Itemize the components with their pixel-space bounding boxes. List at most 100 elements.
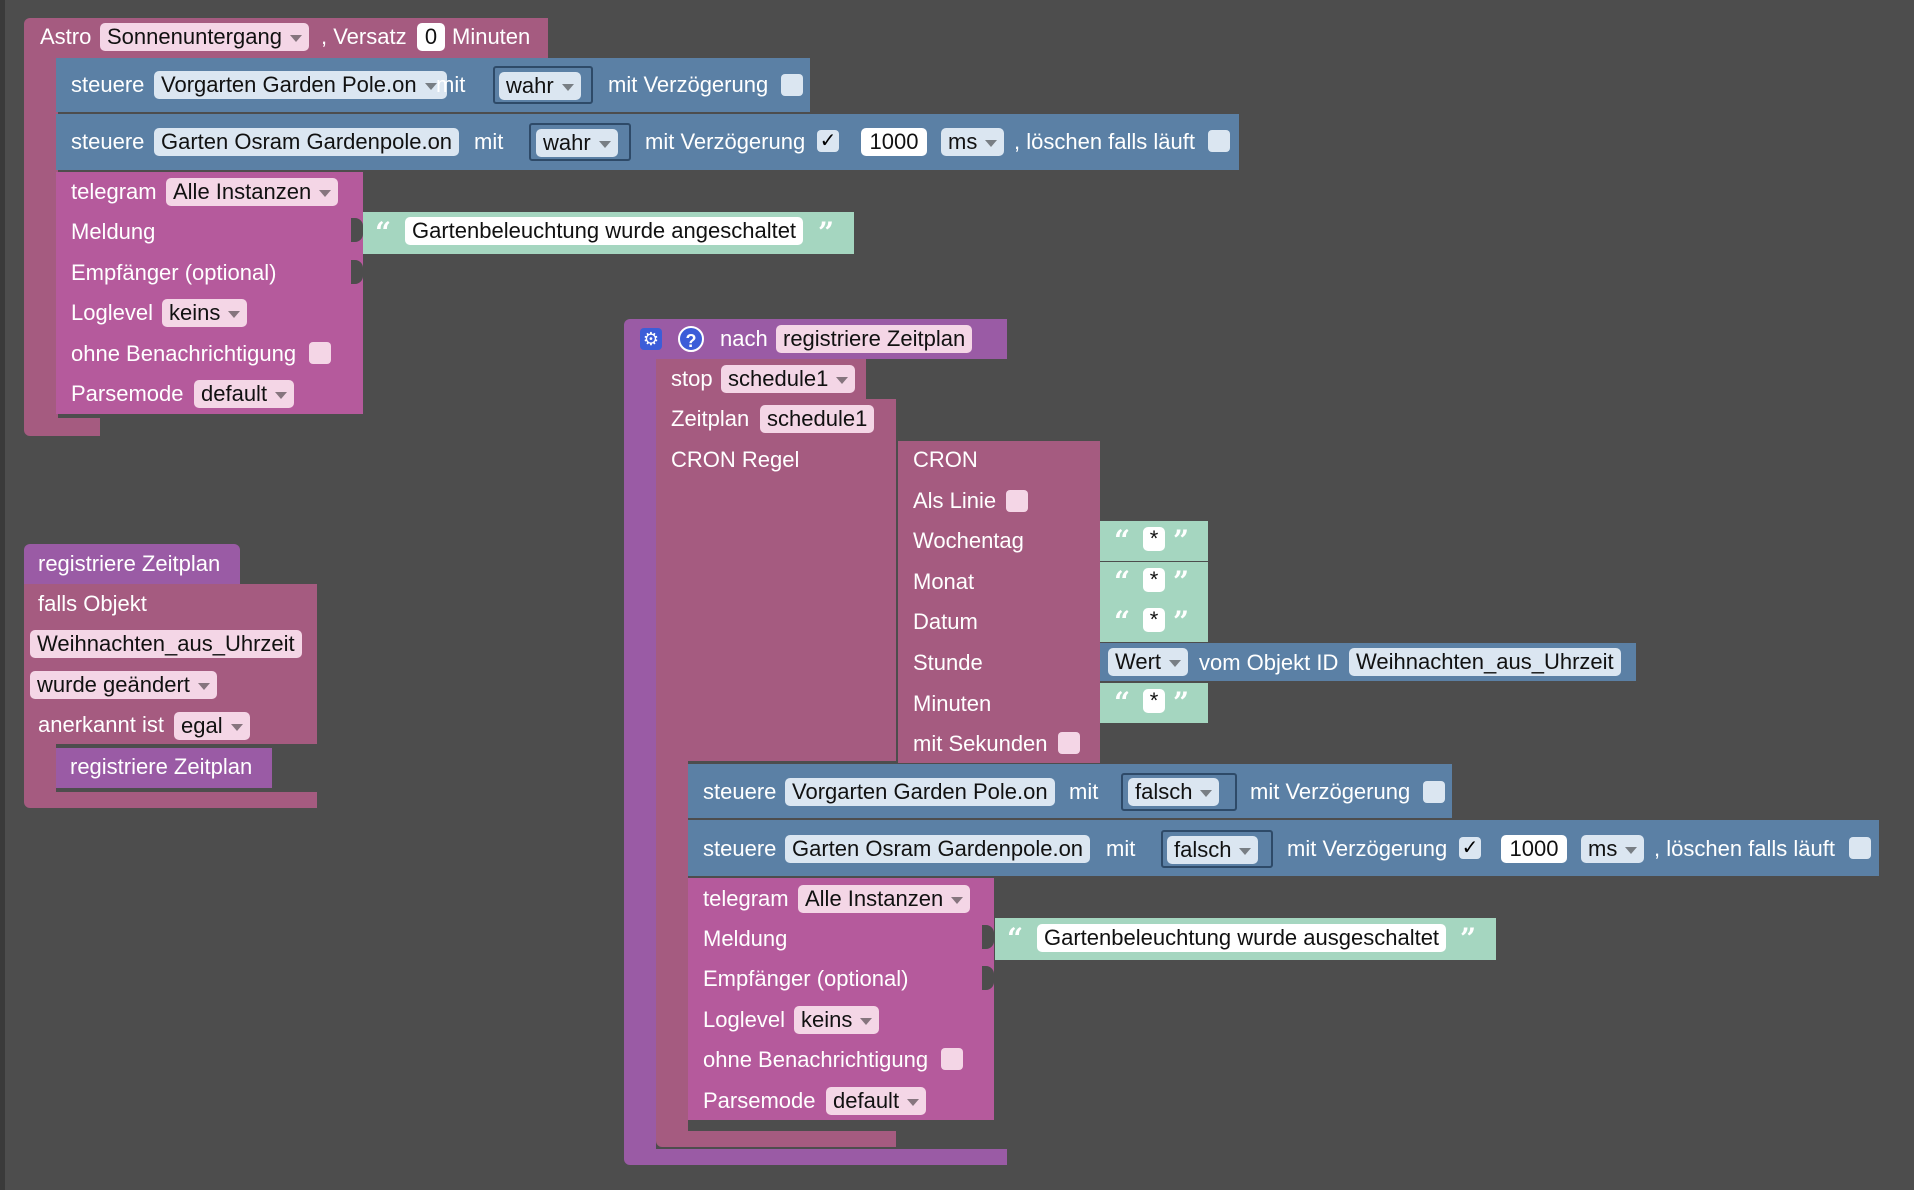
trigger-block-body <box>24 744 56 792</box>
control1-object-field[interactable]: Vorgarten Garden Pole.on <box>154 71 447 99</box>
telegram2-parsemode-dropdown[interactable]: default <box>826 1087 927 1115</box>
schedule-block-left <box>656 761 688 1131</box>
trigger-falls-objekt: falls Objekt <box>38 591 147 616</box>
cron-minuten-star[interactable]: * <box>1143 689 1165 713</box>
control3-mit: mit <box>1069 779 1099 804</box>
control3-bool-slot <box>1121 773 1237 811</box>
cron-title: CRON <box>913 447 978 472</box>
trigger-outer-header[interactable] <box>24 544 240 584</box>
control1-value-dropdown[interactable]: wahr <box>499 72 581 100</box>
quote-close-icon: ” <box>1173 565 1190 598</box>
quote-open-icon: “ <box>1007 922 1024 955</box>
function-target-field[interactable]: registriere Zeitplan <box>776 325 973 353</box>
telegram-block-1[interactable] <box>56 172 363 414</box>
telegram2-title: telegram <box>703 886 789 911</box>
cron-vom-objekt-label: vom Objekt ID <box>1199 650 1339 675</box>
zeitplan-name-field[interactable]: schedule1 <box>760 405 875 433</box>
telegram2-instance-dropdown[interactable]: Alle Instanzen <box>798 885 971 913</box>
control2-steuere: steuere <box>71 129 145 154</box>
control3-delay-checkbox[interactable] <box>1423 781 1445 803</box>
telegram1-recipient-socket <box>351 260 363 284</box>
control2-delay-input[interactable]: 1000 <box>861 128 927 156</box>
cron-als-linie-checkbox[interactable] <box>1006 490 1028 512</box>
control4-value-dropdown[interactable]: falsch <box>1167 836 1259 864</box>
control3-value-dropdown[interactable]: falsch <box>1128 778 1220 806</box>
telegram-block-2[interactable] <box>688 878 994 1120</box>
telegram1-recipient-label: Empfänger (optional) <box>71 260 277 285</box>
cron-mit-sekunden-checkbox[interactable] <box>1058 732 1080 754</box>
telegram1-no-notify-checkbox[interactable] <box>309 342 331 364</box>
trigger-object-id-field[interactable]: Weihnachten_aus_Uhrzeit <box>30 630 302 658</box>
control4-clear-checkbox[interactable] <box>1849 837 1871 859</box>
telegram1-loglevel-dropdown[interactable]: keins <box>162 299 248 327</box>
control2-unit-dropdown[interactable]: ms <box>941 128 1005 156</box>
telegram1-message-text[interactable]: Gartenbeleuchtung wurde angeschaltet <box>405 217 804 245</box>
control3-object-field[interactable]: Vorgarten Garden Pole.on <box>785 778 1055 806</box>
control4-mit: mit <box>1106 836 1136 861</box>
quote-close-icon: ” <box>1173 605 1190 638</box>
telegram2-message-label: Meldung <box>703 926 788 951</box>
cron-mit-sekunden-label: mit Sekunden <box>913 731 1048 756</box>
quote-close-icon: ” <box>1173 686 1190 719</box>
help-icon[interactable]: ? <box>678 326 704 352</box>
astro-offset-label: , Versatz <box>321 24 407 49</box>
telegram2-message-socket <box>982 925 994 949</box>
stop-schedule-dropdown[interactable]: schedule1 <box>721 365 856 393</box>
control1-delay-label: mit Verzögerung <box>608 72 769 97</box>
cron-wochentag-label: Wochentag <box>913 528 1024 553</box>
control2-delay-checkbox[interactable]: ✓ <box>817 130 839 152</box>
trigger-block[interactable] <box>24 584 317 744</box>
astro-offset-unit: Minuten <box>452 24 531 49</box>
telegram2-recipient-socket <box>982 966 994 990</box>
astro-offset-input[interactable]: 0 <box>417 23 445 51</box>
quote-open-icon: “ <box>375 216 392 249</box>
control4-delay-checkbox[interactable]: ✓ <box>1459 837 1481 859</box>
control2-mit: mit <box>474 129 504 154</box>
trigger-ack-dropdown[interactable]: egal <box>174 712 250 740</box>
gear-icon[interactable]: ⚙ <box>640 328 662 350</box>
trigger-ack-label: anerkannt ist <box>38 712 164 737</box>
telegram1-title: telegram <box>71 179 157 204</box>
astro-event-dropdown[interactable]: Sonnenuntergang <box>100 23 309 51</box>
telegram2-loglevel-dropdown[interactable]: keins <box>794 1006 880 1034</box>
control1-mit: mit <box>436 72 466 97</box>
control3-steuere: steuere <box>703 779 777 804</box>
telegram1-message-label: Meldung <box>71 219 156 244</box>
control2-delay-label: mit Verzögerung <box>645 129 806 154</box>
quote-close-icon: ” <box>1460 922 1477 955</box>
cron-datum-star[interactable]: * <box>1143 608 1165 632</box>
trigger-inner-label: registriere Zeitplan <box>70 754 253 779</box>
cron-datum-label: Datum <box>913 609 978 634</box>
control2-object-field[interactable]: Garten Osram Gardenpole.on <box>154 128 460 156</box>
cron-monat-star[interactable]: * <box>1143 568 1165 592</box>
trigger-inner-call-block[interactable] <box>56 748 272 788</box>
astro-label: Astro <box>40 24 92 49</box>
control4-unit-dropdown[interactable]: ms <box>1581 835 1645 863</box>
telegram1-instance-dropdown[interactable]: Alle Instanzen <box>166 178 339 206</box>
cron-wochentag-star[interactable]: * <box>1143 527 1165 551</box>
control4-object-field[interactable]: Garten Osram Gardenpole.on <box>785 835 1091 863</box>
function-nach-label: nach <box>720 326 768 351</box>
control4-delay-input[interactable]: 1000 <box>1501 835 1567 863</box>
telegram2-no-notify-checkbox[interactable] <box>941 1048 963 1070</box>
control4-delay-label: mit Verzögerung <box>1287 836 1448 861</box>
cron-block[interactable] <box>898 441 1100 763</box>
trigger-changed-dropdown[interactable]: wurde geändert <box>30 671 217 699</box>
control1-delay-checkbox[interactable] <box>781 74 803 96</box>
cron-als-linie-label: Als Linie <box>913 488 997 513</box>
cron-objekt-id-field[interactable]: Weihnachten_aus_Uhrzeit <box>1349 648 1621 676</box>
control2-value-dropdown[interactable]: wahr <box>536 129 618 157</box>
quote-open-icon: “ <box>1114 605 1131 638</box>
schedule-block-foot <box>656 1131 896 1147</box>
quote-close-icon: ” <box>818 216 835 249</box>
trigger-block-foot <box>24 792 317 808</box>
telegram1-no-notify-label: ohne Benachrichtigung <box>71 341 297 366</box>
telegram1-parsemode-dropdown[interactable]: default <box>194 380 295 408</box>
telegram2-recipient-label: Empfänger (optional) <box>703 966 909 991</box>
telegram2-message-text[interactable]: Gartenbeleuchtung wurde ausgeschaltet <box>1037 924 1447 952</box>
telegram1-loglevel-label: Loglevel <box>71 300 153 325</box>
telegram1-parsemode-label: Parsemode <box>71 381 184 406</box>
control2-clear-checkbox[interactable] <box>1208 130 1230 152</box>
cron-wert-dropdown[interactable]: Wert <box>1108 648 1189 676</box>
